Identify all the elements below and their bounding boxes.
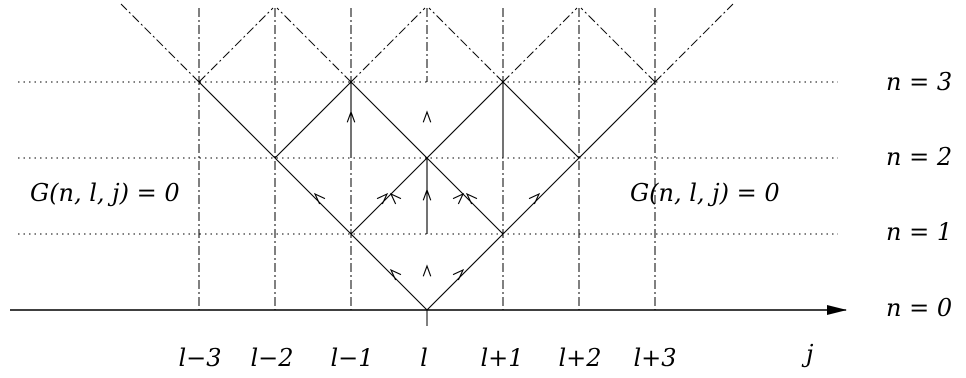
lattice-edge — [274, 81, 352, 159]
arrowhead — [422, 110, 432, 123]
lattice-edge — [426, 233, 504, 311]
continuation-line — [120, 3, 200, 83]
column-label-l-minus-3: l−3 — [178, 344, 221, 372]
column-label-l: l — [420, 344, 428, 372]
column-label-l-minus-2: l−2 — [250, 344, 293, 372]
arrowhead — [389, 192, 402, 205]
lattice-edge — [578, 81, 656, 159]
arrowhead — [465, 192, 478, 205]
lattice-edge — [350, 157, 428, 235]
region-right-label: G(n, l, j) = 0 — [630, 179, 780, 207]
continuation-line — [580, 7, 656, 83]
row-grid-lines — [18, 81, 838, 235]
lattice-edge — [274, 157, 352, 235]
row-label-n3: n = 3 — [886, 68, 952, 96]
column-label-l-plus-2: l+2 — [558, 344, 601, 372]
arrowhead — [528, 192, 541, 205]
continuation-line — [428, 7, 504, 83]
axis-label-j: j — [801, 340, 814, 368]
arrowhead — [422, 264, 432, 277]
lattice-edge — [502, 81, 580, 159]
column-label-l-plus-3: l+3 — [633, 344, 676, 372]
continuation-line — [654, 3, 734, 83]
continuation-line — [276, 7, 352, 83]
arrowhead — [422, 188, 432, 201]
lattice-edge — [198, 81, 276, 159]
column-grid-lines — [198, 8, 656, 310]
arrowhead — [376, 192, 389, 205]
column-label-l-plus-1: l+1 — [480, 344, 523, 372]
direction-arrows — [313, 110, 541, 281]
continuation-lines — [120, 3, 734, 83]
arrowhead — [346, 110, 356, 123]
row-label-n0: n = 0 — [886, 294, 952, 322]
continuation-line — [502, 7, 578, 83]
lattice-edges — [198, 81, 656, 311]
lattice-edge — [350, 81, 428, 159]
continuation-line — [198, 7, 274, 83]
arrowhead — [452, 268, 465, 281]
arrowhead — [452, 192, 465, 205]
lattice-edge — [502, 157, 580, 235]
arrowhead — [313, 192, 326, 205]
lattice-edge — [350, 233, 428, 311]
region-left-label: G(n, l, j) = 0 — [30, 179, 180, 207]
arrowhead — [389, 268, 402, 281]
continuation-line — [350, 7, 426, 83]
row-label-n2: n = 2 — [886, 143, 952, 171]
row-label-n1: n = 1 — [886, 218, 952, 246]
lattice-edge — [426, 81, 504, 159]
column-label-l-minus-1: l−1 — [330, 344, 373, 372]
lattice-edge — [426, 157, 504, 235]
